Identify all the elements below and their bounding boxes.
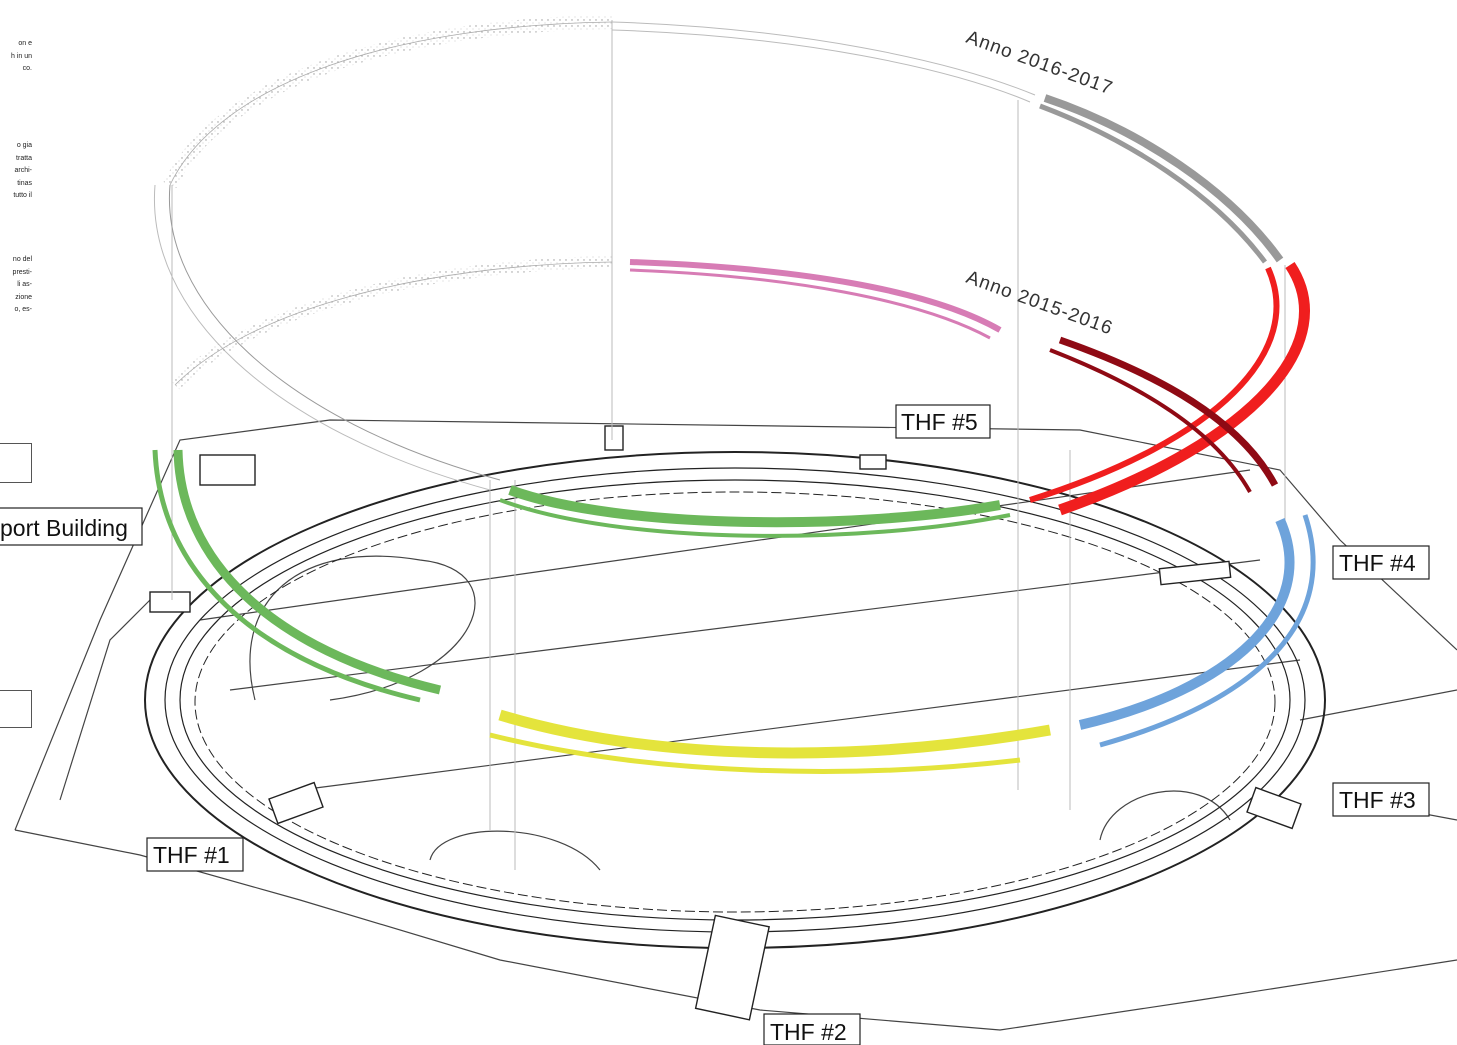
side-text-block-3: no del presti- li as- zione o, es- — [12, 256, 32, 313]
segment-dark-red — [1058, 336, 1279, 487]
label-thf4-text: THF #4 — [1339, 550, 1416, 576]
label-thf5: THF #5 — [895, 404, 991, 439]
shaft-structures — [149, 425, 1302, 1021]
label-thf5-text: THF #5 — [901, 409, 978, 435]
label-thf3-text: THF #3 — [1339, 787, 1416, 813]
segment-gray — [1043, 94, 1284, 263]
vertical-guides — [171, 20, 1286, 870]
side-text-block-1: on e h in un co. — [10, 40, 32, 72]
segment-red — [1029, 261, 1310, 516]
segment-yellow — [489, 709, 1051, 774]
label-thf4: THF #4 — [1332, 545, 1430, 580]
year-label-2016-2017: Anno 2016-2017 — [963, 27, 1115, 100]
segment-pink — [629, 259, 1002, 333]
label-thf1-text: THF #1 — [153, 842, 230, 868]
ring-2015-2016 — [170, 256, 1279, 493]
segment-blue — [1078, 514, 1316, 748]
side-box-upper — [0, 443, 32, 483]
ring-2016-2017 — [153, 15, 1284, 491]
label-thf2-text: THF #2 — [770, 1019, 847, 1045]
side-text-block-2: o gia tratta archi- tinas tutto il — [13, 142, 32, 199]
label-building: port Building — [0, 507, 143, 546]
label-thf1: THF #1 — [146, 837, 244, 872]
segment-green — [152, 449, 1011, 703]
year-label-2015-2016: Anno 2015-2016 — [963, 267, 1115, 340]
label-thf2: THF #2 — [763, 1013, 861, 1045]
label-thf3: THF #3 — [1332, 782, 1430, 817]
label-building-text: port Building — [0, 515, 128, 541]
side-box-lower — [0, 690, 32, 728]
